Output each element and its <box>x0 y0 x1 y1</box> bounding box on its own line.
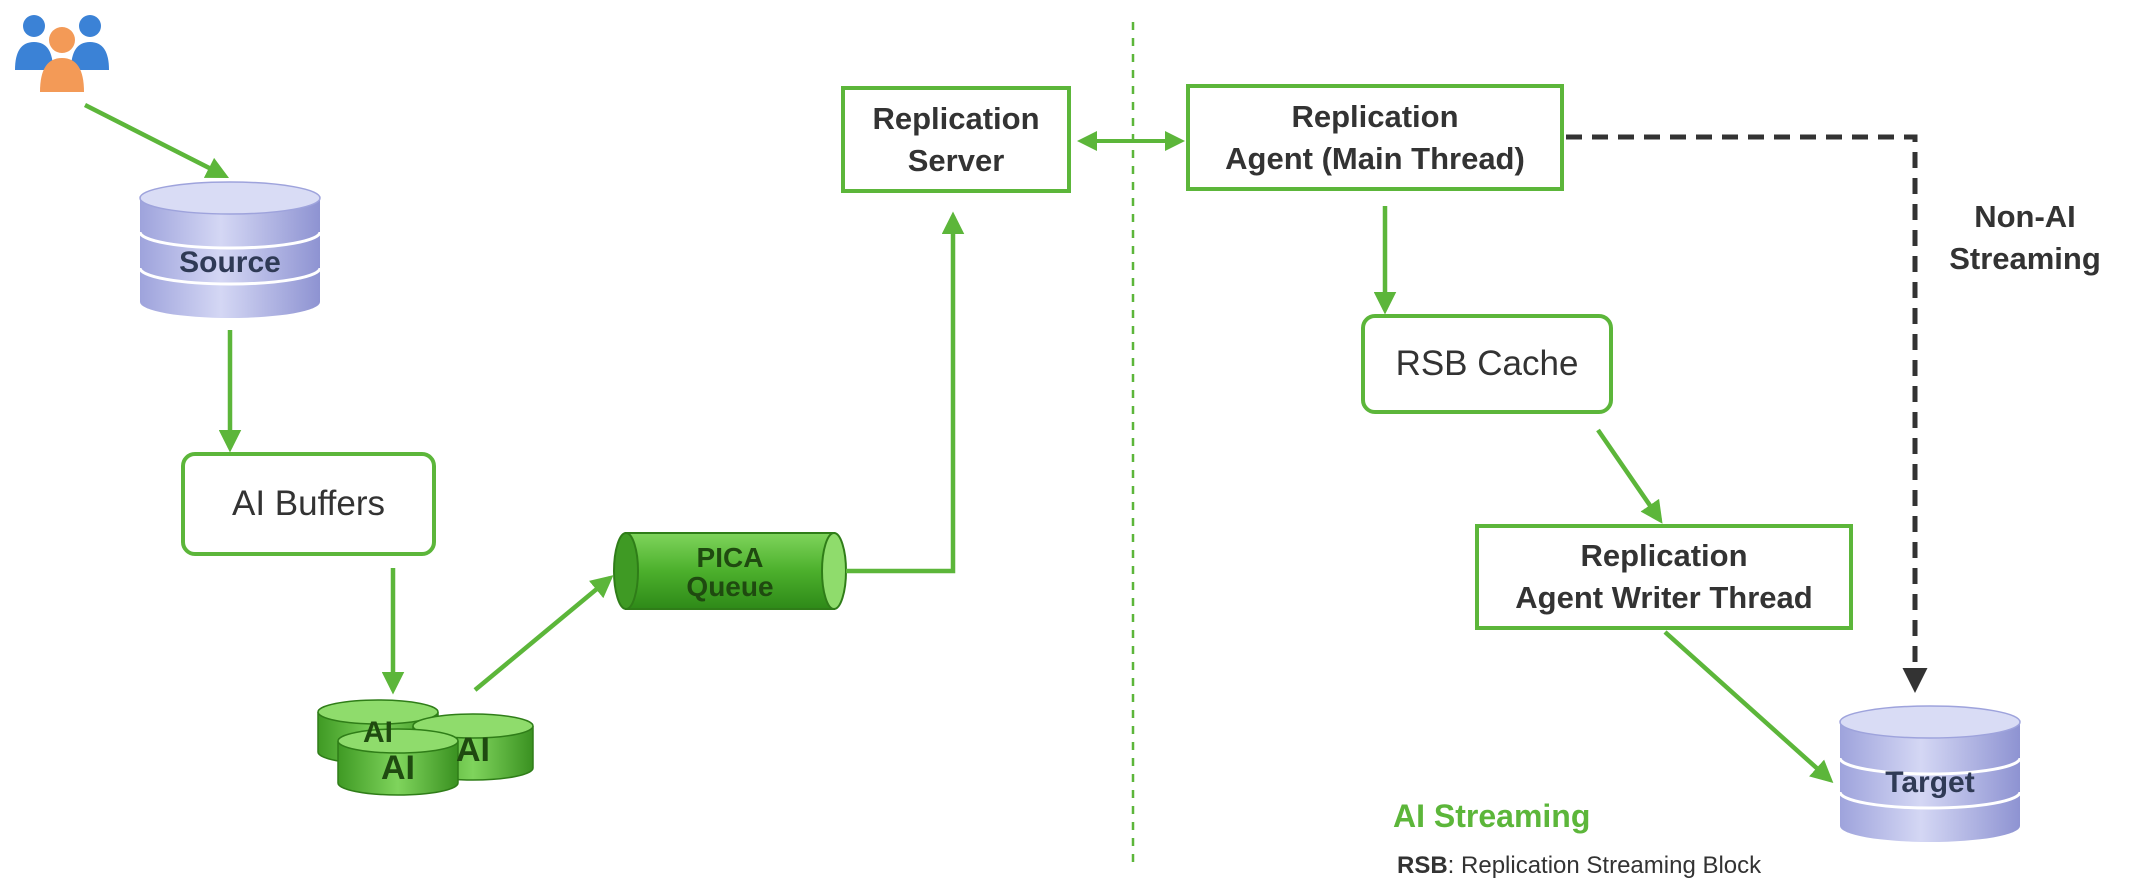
replication-agent-main-box: Replication Agent (Main Thread) <box>1186 84 1564 191</box>
replication-agent-writer-label: Replication Agent Writer Thread <box>1515 538 1813 615</box>
pica-queue-cylinder <box>613 532 847 610</box>
non-ai-streaming-label: Non-AI Streaming <box>1949 199 2101 276</box>
ai-label-right: AI <box>456 730 490 769</box>
legend-definition: : Replication Streaming Block <box>1447 852 1762 879</box>
ai-label-front: AI <box>381 748 415 787</box>
replication-agent-main-label: Replication Agent (Main Thread) <box>1225 98 1525 176</box>
replication-agent-writer-box: Replication Agent Writer Thread <box>1475 524 1853 630</box>
ai-cylinder-front <box>337 728 459 796</box>
ai-buffers-label: AI Buffers <box>231 484 386 523</box>
replication-server-label: Replication Server <box>872 100 1040 178</box>
arrow-pica-to-server <box>846 211 965 574</box>
target-label: Target <box>1885 766 1975 799</box>
rsb-cache-box: RSB Cache <box>1361 314 1613 414</box>
arrow-users-to-source <box>83 102 230 179</box>
source-label: Source <box>179 246 281 279</box>
rsb-cache-label: RSB Cache <box>1395 344 1579 383</box>
ai-buffers-box: AI Buffers <box>181 452 436 556</box>
ai-label-back: AI <box>363 716 393 749</box>
arrow-rsb-to-writer <box>1596 428 1663 524</box>
ai-streaming-label: AI Streaming <box>1393 798 1591 834</box>
legend-abbr: RSB <box>1397 852 1448 879</box>
pica-queue-label: PICA Queue <box>686 541 774 602</box>
users-icon <box>15 15 109 92</box>
arrow-writer-to-target <box>1663 630 1834 784</box>
source-database <box>138 181 322 318</box>
legend-rsb: RSB: Replication Streaming Block <box>1397 852 1761 880</box>
target-database <box>1838 705 2022 842</box>
arrow-non-ai-streaming <box>1566 134 1928 693</box>
replication-server-box: Replication Server <box>841 86 1071 193</box>
arrow-ai-to-pica <box>473 575 614 692</box>
